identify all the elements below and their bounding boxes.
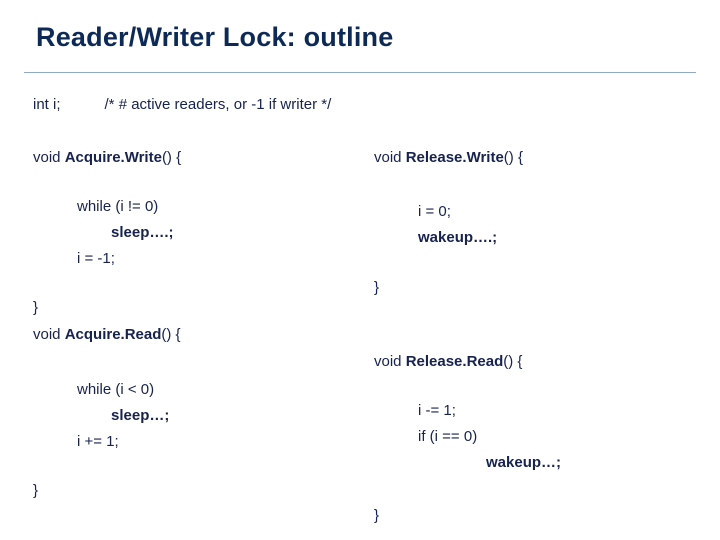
acquire-read-close-brace: } — [33, 482, 39, 499]
release-write-signature-prefix: void — [374, 149, 406, 166]
release-read-signature: void Release.Read() { — [374, 349, 522, 375]
acquire-read-body: while (i < 0) sleep…; i += 1; — [33, 377, 169, 455]
release-write-close-brace: } — [374, 279, 380, 296]
acquire-write-line-1: while (i != 0) — [77, 198, 159, 215]
release-read-line-3: wakeup…; — [486, 454, 562, 471]
release-read-line-1: i -= 1; — [418, 402, 456, 419]
acquire-write-function-name: Acquire.Write — [64, 149, 162, 166]
release-read-body: i -= 1; if (i == 0) wakeup…; — [374, 398, 561, 476]
acquire-write-signature: void Acquire.Write() { — [33, 145, 181, 171]
acquire-read-line-2: sleep…; — [111, 407, 170, 424]
release-write-line-1: i = 0; — [418, 203, 451, 220]
release-read-function-name: Release.Read — [405, 353, 504, 370]
release-write-signature-suffix: () { — [503, 149, 523, 166]
release-read-line-2: if (i == 0) — [418, 428, 478, 445]
release-read-signature-prefix: void — [374, 353, 406, 370]
release-read-close-brace: } — [374, 507, 380, 524]
title-divider — [24, 72, 696, 73]
acquire-write-signature-suffix: () { — [161, 149, 182, 166]
acquire-read-signature-prefix: void — [33, 326, 65, 343]
acquire-write-line-2: sleep….; — [111, 224, 174, 241]
acquire-read-signature: void Acquire.Read() { — [33, 322, 181, 348]
acquire-write-signature-prefix: void — [33, 149, 65, 166]
release-read-signature-suffix: () { — [503, 353, 523, 370]
variable-declaration: int i; /* # active readers, or -1 if writ… — [33, 96, 331, 113]
release-write-function-name: Release.Write — [405, 149, 504, 166]
acquire-write-line-3: i = -1; — [77, 250, 115, 267]
acquire-read-signature-suffix: () { — [161, 326, 181, 343]
acquire-read-line-3: i += 1; — [77, 433, 119, 450]
acquire-write-body: while (i != 0) sleep….; i = -1; — [33, 194, 174, 272]
acquire-write-close-brace: } — [33, 299, 39, 316]
acquire-read-line-1: while (i < 0) — [77, 381, 155, 398]
declaration-comment: /* # active readers, or -1 if writer */ — [104, 96, 332, 113]
release-write-body: i = 0; wakeup….; — [374, 199, 497, 251]
page-title: Reader/Writer Lock: outline — [36, 22, 394, 52]
acquire-read-function-name: Acquire.Read — [64, 326, 162, 343]
declaration-variable: int i; — [33, 96, 61, 113]
release-write-line-2: wakeup….; — [418, 229, 498, 246]
release-write-signature: void Release.Write() { — [374, 145, 523, 171]
